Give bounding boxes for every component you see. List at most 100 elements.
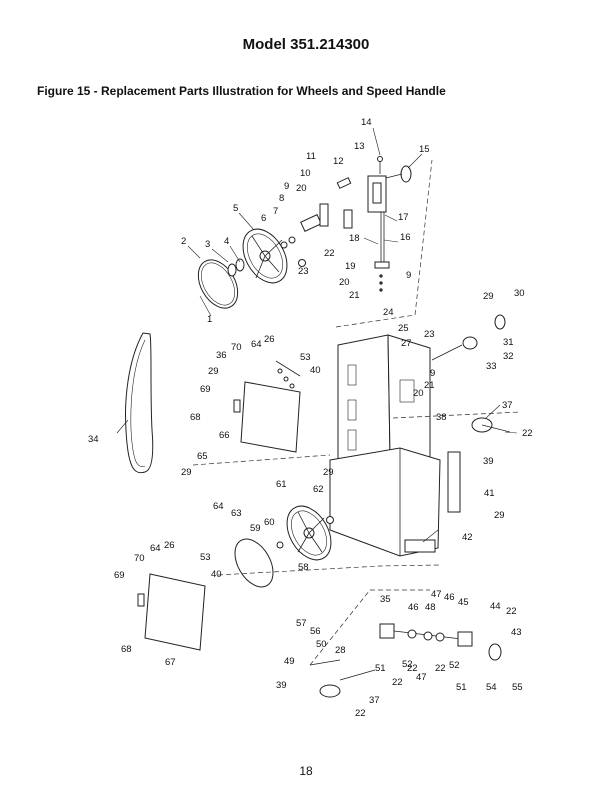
callout-9c: 9	[430, 368, 435, 379]
callout-41: 41	[484, 488, 495, 499]
leader-lines	[116, 127, 518, 543]
callout-70b: 70	[134, 553, 145, 564]
callout-68b: 68	[121, 644, 132, 655]
callout-23b: 23	[424, 329, 435, 340]
callout-47b: 47	[416, 672, 427, 683]
callout-6: 6	[261, 213, 266, 224]
callout-22c: 22	[506, 606, 517, 617]
callout-69: 69	[200, 384, 211, 395]
callout-39b: 39	[276, 680, 287, 691]
callout-46b: 46	[444, 592, 455, 603]
callout-57: 57	[296, 618, 307, 629]
callout-40b: 40	[211, 569, 222, 580]
callout-5: 5	[233, 203, 238, 214]
callout-23: 23	[298, 266, 309, 277]
callout-1: 1	[207, 314, 212, 325]
callout-29d: 29	[483, 291, 494, 302]
callout-29e: 29	[494, 510, 505, 521]
callout-51: 51	[375, 663, 386, 674]
callout-30: 30	[514, 288, 525, 299]
callout-22d: 22	[392, 677, 403, 688]
callout-19: 19	[345, 261, 356, 272]
lower-wheel-assembly	[234, 505, 334, 588]
callout-40: 40	[310, 365, 321, 376]
callout-13: 13	[354, 141, 365, 152]
callout-64c: 64	[150, 543, 161, 554]
callout-22g: 22	[355, 708, 366, 719]
callout-59: 59	[250, 523, 261, 534]
page-number: 18	[299, 764, 313, 778]
callout-67: 67	[165, 657, 176, 668]
callout-37b: 37	[369, 695, 380, 706]
speed-handle-assembly	[309, 623, 502, 698]
callout-labels: 1 2 3 4 5 6 7 8 9 9 9 10 11 12 13 14 15 …	[88, 117, 533, 719]
upper-wheel-assembly	[197, 228, 306, 309]
callout-46: 46	[408, 602, 419, 613]
callout-22: 22	[324, 248, 335, 259]
callout-68: 68	[190, 412, 201, 423]
callout-53: 53	[300, 352, 311, 363]
callout-16: 16	[400, 232, 411, 243]
callout-3: 3	[205, 239, 210, 250]
callout-51b: 51	[456, 682, 467, 693]
callout-50: 50	[316, 639, 327, 650]
callout-20: 20	[296, 183, 307, 194]
callout-65: 65	[197, 451, 208, 462]
callout-20b: 20	[339, 277, 350, 288]
main-frame	[329, 334, 441, 557]
callout-69b: 69	[114, 570, 125, 581]
callout-9b: 9	[406, 270, 411, 281]
callout-26: 26	[264, 334, 275, 345]
tension-bracket-assembly	[300, 156, 412, 292]
callout-49: 49	[284, 656, 295, 667]
callout-32: 32	[503, 351, 514, 362]
callout-60: 60	[264, 517, 275, 528]
callout-52: 52	[402, 659, 413, 670]
callout-22e: 22	[407, 663, 418, 674]
callout-45: 45	[458, 597, 469, 608]
callout-61: 61	[276, 479, 287, 490]
callout-15: 15	[419, 144, 430, 155]
callout-44: 44	[490, 601, 501, 612]
callout-26b: 26	[164, 540, 175, 551]
callout-56: 56	[310, 626, 321, 637]
callout-34: 34	[88, 434, 99, 445]
callout-22f: 22	[435, 663, 446, 674]
callout-14: 14	[361, 117, 372, 128]
callout-33: 33	[486, 361, 497, 372]
callout-53b: 53	[200, 552, 211, 563]
callout-66: 66	[219, 430, 230, 441]
callout-36: 36	[216, 350, 227, 361]
callout-43: 43	[511, 627, 522, 638]
callout-28: 28	[335, 645, 346, 656]
callout-21b: 21	[424, 380, 435, 391]
callout-9: 9	[284, 181, 289, 192]
model-title: Model 351.214300	[242, 36, 370, 53]
callout-55: 55	[512, 682, 523, 693]
callout-10: 10	[300, 168, 311, 179]
callout-39: 39	[483, 456, 494, 467]
callout-58: 58	[298, 562, 309, 573]
callout-31: 31	[503, 337, 514, 348]
callout-12: 12	[333, 156, 344, 167]
callout-29c: 29	[323, 467, 334, 478]
callout-29: 29	[208, 366, 219, 377]
callout-21: 21	[349, 290, 360, 301]
callout-62: 62	[313, 484, 324, 495]
drive-belt	[125, 332, 154, 474]
callout-37: 37	[502, 400, 513, 411]
assembly-lines	[192, 159, 521, 666]
callout-70: 70	[231, 342, 242, 353]
figure-title: Figure 15 - Replacement Parts Illustrati…	[37, 84, 446, 98]
callout-7: 7	[273, 206, 278, 217]
lower-door-left	[137, 573, 206, 651]
callout-11: 11	[306, 151, 316, 162]
callout-25: 25	[398, 323, 409, 334]
callout-64: 64	[251, 339, 262, 350]
callout-38: 38	[436, 412, 447, 423]
callout-18: 18	[349, 233, 360, 244]
callout-48: 48	[425, 602, 436, 613]
callout-54: 54	[486, 682, 497, 693]
callout-20c: 20	[413, 388, 424, 399]
